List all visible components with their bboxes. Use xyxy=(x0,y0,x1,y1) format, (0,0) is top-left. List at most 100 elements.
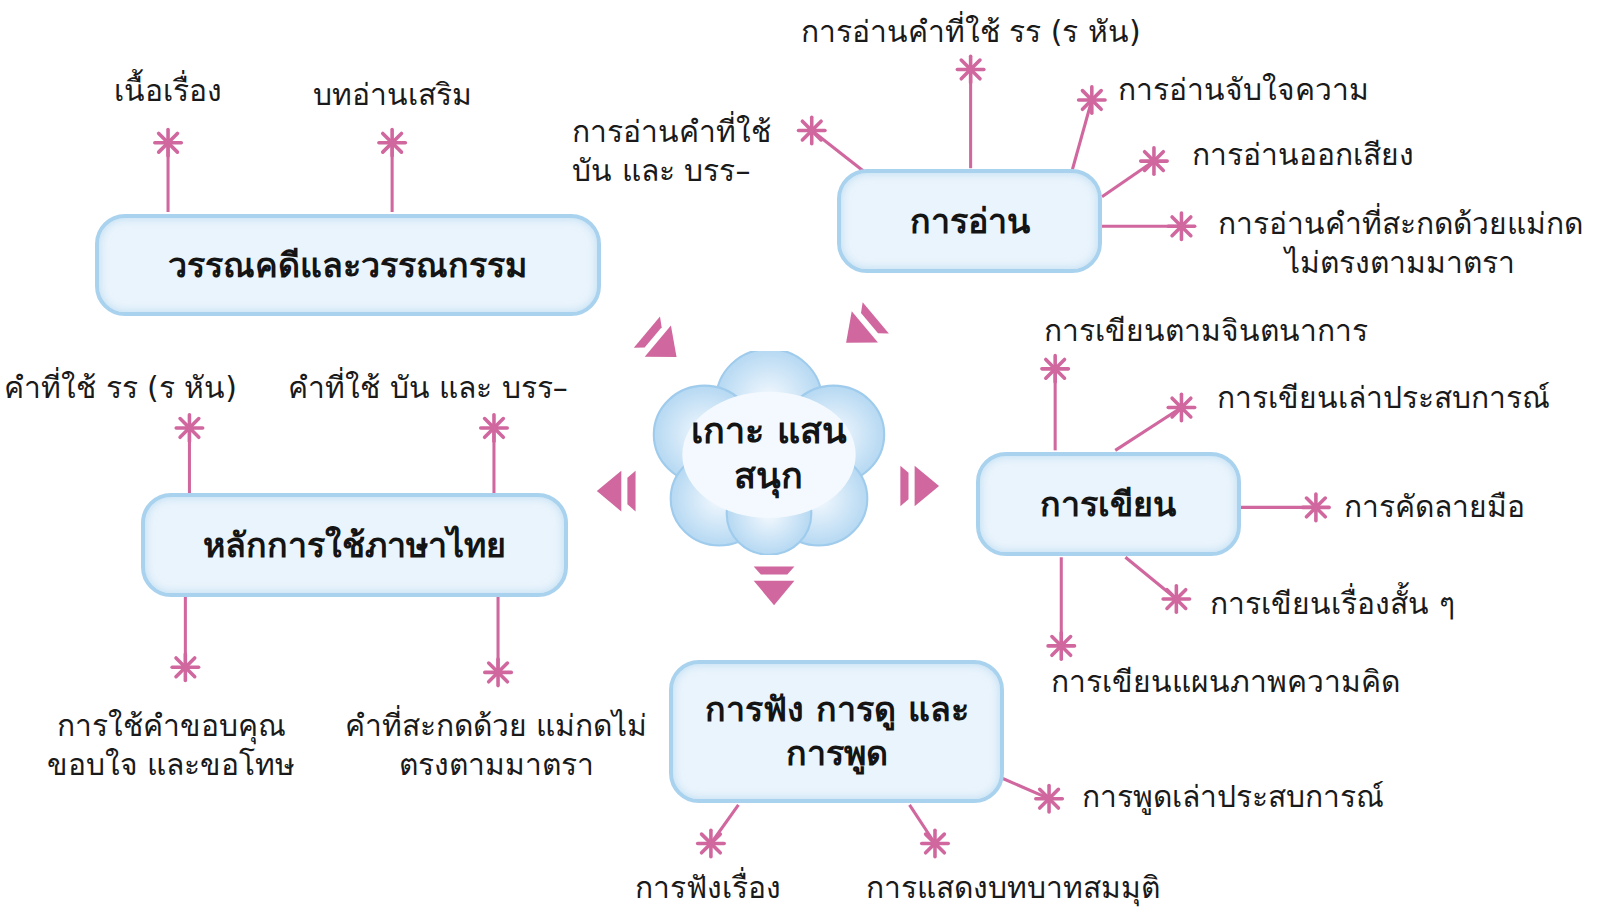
asterisk-symbol xyxy=(1168,394,1194,420)
topic-item: การพูดเล่าประสบการณ์ xyxy=(1082,777,1384,816)
topic-box: การเขียน xyxy=(976,452,1241,556)
topic-item: การคัดลายมือ xyxy=(1344,487,1525,526)
arrow-head xyxy=(645,326,690,373)
center-title: เกาะ แสนสนุก xyxy=(669,408,869,498)
flower-shape xyxy=(639,351,899,555)
asterisk-symbol xyxy=(1036,785,1062,811)
asterisk-dot xyxy=(164,139,172,147)
arrow-head xyxy=(915,466,939,507)
pointer-arrow xyxy=(900,466,939,507)
asterisk-dot xyxy=(1177,404,1185,412)
pointer-arrow xyxy=(634,316,690,372)
asterisk-dot xyxy=(494,668,502,676)
topic-box: การฟัง การดู และการพูด xyxy=(669,660,1004,803)
topic-item: การเขียนเรื่องสั้น ๆ xyxy=(1210,584,1455,623)
asterisk-symbol xyxy=(1042,356,1068,382)
asterisk-dot xyxy=(1172,595,1180,603)
asterisk-dot xyxy=(808,126,816,134)
topic-item: การฟังเรื่อง xyxy=(635,868,781,907)
topic-item: คำที่ใช้ รร (ร หัน) xyxy=(4,368,237,407)
asterisk-dot xyxy=(1045,795,1053,803)
asterisk-symbol xyxy=(1079,87,1105,113)
arrow-head xyxy=(597,471,621,512)
asterisk-dot xyxy=(388,139,396,147)
asterisk-spoke xyxy=(1082,91,1101,110)
asterisk-dot xyxy=(1051,365,1059,373)
asterisk-dot xyxy=(1150,157,1158,165)
asterisk-spoke xyxy=(1046,360,1065,379)
topic-item: เนื้อเรื่อง xyxy=(114,71,222,110)
asterisk-spoke xyxy=(180,419,199,438)
asterisk-symbol xyxy=(485,659,511,685)
topic-item: การอ่านคำที่สะกดด้วยแม่กด ไม่ตรงตามมาตรา xyxy=(1210,204,1591,282)
asterisk-symbol xyxy=(957,56,983,82)
asterisk-spoke xyxy=(1167,590,1186,609)
asterisk-dot xyxy=(931,839,939,847)
asterisk-spoke xyxy=(1052,637,1071,656)
topic-item: คำที่ใช้ บัน และ บรร– xyxy=(288,368,568,407)
topic-item: การอ่านจับใจความ xyxy=(1118,70,1369,109)
arrow-stripe xyxy=(627,471,635,512)
asterisk-spoke xyxy=(1145,152,1164,171)
asterisk-symbol xyxy=(698,830,724,856)
asterisk-dot xyxy=(181,663,189,671)
topic-item: การอ่านออกเสียง xyxy=(1192,135,1414,174)
asterisk-symbol xyxy=(176,415,202,441)
asterisk-spoke xyxy=(1040,789,1059,808)
asterisk-symbol xyxy=(1168,213,1194,239)
topic-title: หลักการใช้ภาษาไทย xyxy=(203,523,506,567)
topic-title: การอ่าน xyxy=(910,199,1030,243)
pointer-arrows xyxy=(597,302,939,605)
asterisk-symbol xyxy=(922,830,948,856)
asterisk-symbol xyxy=(155,130,181,156)
leader-lines xyxy=(155,56,1329,857)
asterisk-spoke xyxy=(1307,498,1326,517)
topic-title: การฟัง การดู และการพูด xyxy=(699,687,974,775)
topic-box: วรรณคดีและวรรณกรรม xyxy=(95,214,601,316)
asterisk-dot xyxy=(185,424,193,432)
topic-item: คำที่สะกดด้วย แม่กดไม่ตรงตามมาตรา xyxy=(328,706,664,784)
asterisk-symbol xyxy=(1048,633,1074,659)
topic-box: การอ่าน xyxy=(837,169,1102,273)
asterisk-symbol xyxy=(799,117,825,143)
topic-title: การเขียน xyxy=(1040,482,1176,526)
asterisk-spoke xyxy=(489,663,508,682)
topic-item: บทอ่านเสริม xyxy=(313,75,472,114)
asterisk-symbol xyxy=(379,130,405,156)
asterisk-spoke xyxy=(961,60,980,79)
arrow-stripe xyxy=(900,466,908,507)
asterisk-spoke xyxy=(485,419,504,438)
asterisk-dot xyxy=(1177,222,1185,230)
topic-item: การเขียนเล่าประสบการณ์ xyxy=(1217,378,1550,417)
asterisk-symbol xyxy=(1141,148,1167,174)
asterisk-dot xyxy=(1057,642,1065,650)
topic-title: วรรณคดีและวรรณกรรม xyxy=(168,243,527,287)
asterisk-spoke xyxy=(926,834,945,853)
asterisk-spoke xyxy=(176,658,195,677)
topic-item: การอ่านคำที่ใช้ รร (ร หัน) xyxy=(801,12,1141,51)
asterisk-spoke xyxy=(702,834,721,853)
asterisk-symbol xyxy=(172,654,198,680)
arrow-head xyxy=(833,311,878,358)
asterisk-spoke xyxy=(159,133,178,152)
topic-item: การใช้คำขอบคุณ ขอบใจ และขอโทษ xyxy=(34,706,309,784)
topic-item: การเขียนแผนภาพความคิด xyxy=(1051,662,1400,701)
asterisk-dot xyxy=(1312,503,1320,511)
pointer-arrow xyxy=(597,471,636,512)
asterisk-dot xyxy=(707,839,715,847)
asterisk-spoke xyxy=(1172,217,1191,236)
center-flower: เกาะ แสนสนุก xyxy=(639,351,899,555)
asterisk-symbol xyxy=(481,415,507,441)
asterisk-dot xyxy=(967,65,975,73)
arrow-head xyxy=(754,581,795,605)
topic-item: การอ่านคำที่ใช้ บัน และ บรร– xyxy=(572,112,791,190)
pointer-arrow xyxy=(833,302,889,358)
leader-line xyxy=(1115,408,1181,451)
arrow-stripe xyxy=(754,566,795,574)
asterisk-spoke xyxy=(383,133,402,152)
asterisk-dot xyxy=(490,424,498,432)
asterisk-symbol xyxy=(1163,586,1189,612)
topic-item: การแสดงบทบาทสมมุติ xyxy=(866,868,1160,907)
asterisk-spoke xyxy=(802,121,821,140)
